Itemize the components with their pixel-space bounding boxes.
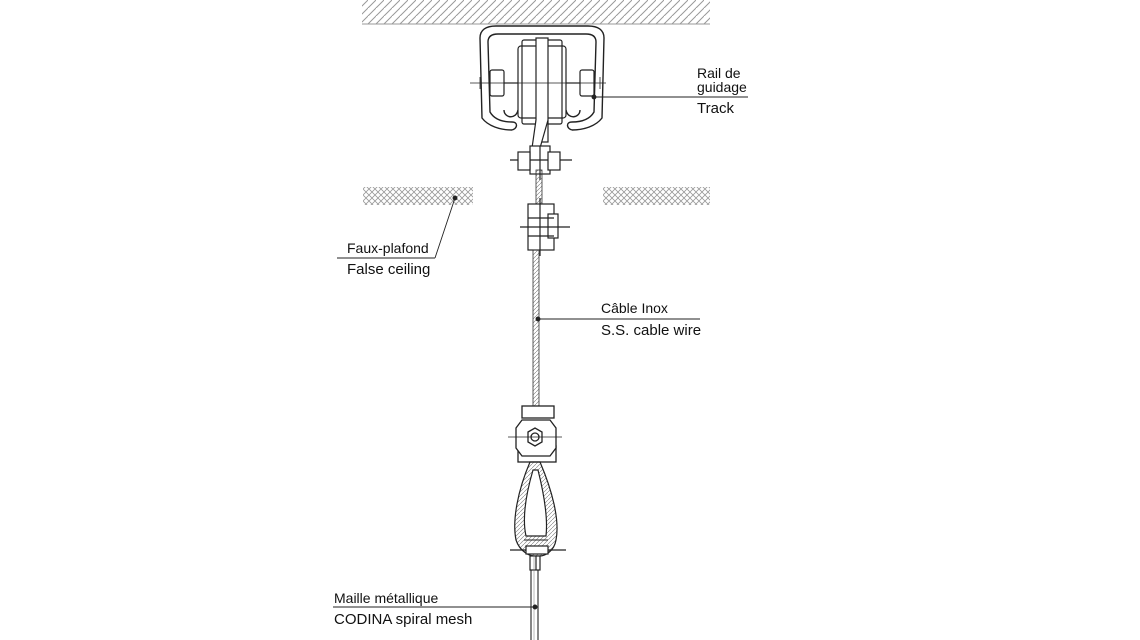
cable-thimble bbox=[514, 461, 558, 557]
cable-label-fr: Câble Inox bbox=[601, 300, 668, 316]
wire-rope-clip bbox=[508, 405, 562, 463]
concrete-slab bbox=[362, 0, 710, 24]
track-rail bbox=[479, 25, 605, 131]
upper-bolt bbox=[510, 146, 572, 180]
mesh-connector-bolt bbox=[510, 545, 566, 571]
cable-upper bbox=[535, 169, 543, 205]
false-ceiling-label-fr: Faux-plafond bbox=[347, 240, 429, 256]
false-ceiling-right bbox=[603, 187, 710, 205]
cable-label-en: S.S. cable wire bbox=[601, 322, 701, 339]
track-label-fr-line1: Rail de bbox=[697, 65, 741, 81]
stainless-cable bbox=[532, 249, 540, 411]
metal-mesh-strand bbox=[530, 556, 539, 640]
leader-lines bbox=[333, 94, 748, 610]
mesh-label-en: CODINA spiral mesh bbox=[334, 611, 472, 628]
mesh-label-fr: Maille métallique bbox=[334, 590, 438, 606]
track-label-fr-line2: guidage bbox=[697, 79, 747, 95]
false-ceiling-label-en: False ceiling bbox=[347, 261, 430, 278]
wheel-axle-centerline bbox=[470, 77, 606, 89]
track-label-en: Track bbox=[697, 100, 734, 117]
false-ceiling-left bbox=[363, 187, 473, 205]
ceiling-cable-clamp bbox=[520, 198, 570, 256]
